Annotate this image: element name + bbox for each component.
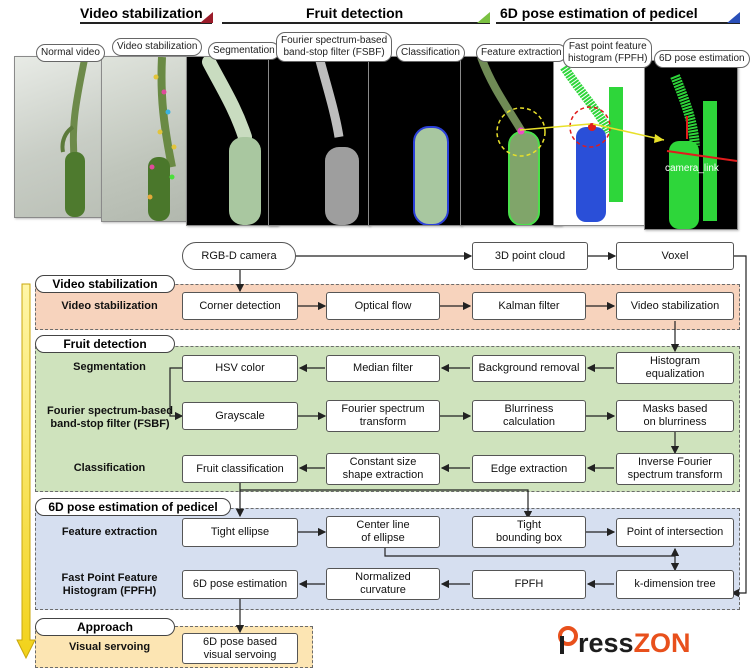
node-grayscale: Grayscale <box>182 402 298 430</box>
node-video-stabilization: Video stabilization <box>616 292 734 320</box>
stage-title-fruit-detection: Fruit detection <box>306 5 404 21</box>
section-title-video-stabilization: Video stabilization <box>35 275 175 293</box>
stage-title-video-stabilization: Video stabilization <box>80 5 203 21</box>
panel-fpfh <box>553 56 651 226</box>
node-kalman-filter: Kalman filter <box>472 292 586 320</box>
feature-extraction-image <box>477 57 546 225</box>
row-label-video-stabilization: Video stabilization <box>61 300 158 312</box>
stage-title-pose-estimation: 6D pose estimation of pedicel <box>500 5 698 21</box>
progress-arrow <box>16 283 36 660</box>
section-title-approach: Approach <box>35 618 175 636</box>
node-hsv-color: HSV color <box>182 355 298 382</box>
node-normalized-curvature: Normalized curvature <box>326 568 440 600</box>
panel-label-feature-extraction: Feature extraction <box>476 44 567 62</box>
node-masks-based-on-blurriness: Masks based on blurriness <box>616 400 734 432</box>
row-label-fpfh: Fast Point Feature Histogram (FPFH) <box>61 572 158 597</box>
node-6d-pose-estimation: 6D pose estimation <box>182 570 298 599</box>
node-point-of-intersection: Point of intersection <box>616 518 734 547</box>
logo-text-zon: ZON <box>633 628 691 658</box>
stage-marker-video <box>200 12 213 23</box>
node-fruit-classification: Fruit classification <box>182 455 298 483</box>
stage-divider-pose <box>496 22 740 24</box>
node-background-removal: Background removal <box>472 355 586 382</box>
stage-divider-fruit <box>222 22 490 24</box>
panel-segmentation <box>186 56 278 226</box>
panel-label-fsbf: Fourier spectrum-based band-stop filter … <box>276 32 393 62</box>
camera-link-label: camera_link <box>665 163 719 174</box>
section-title-pose-estimation: 6D pose estimation of pedicel <box>35 498 231 516</box>
panel-video-stabilization <box>101 56 201 222</box>
section-title-fruit-detection: Fruit detection <box>35 335 175 353</box>
node-6d-pose-based-visual-servoing: 6D pose based visual servoing <box>182 633 298 664</box>
node-3d-point-cloud: 3D point cloud <box>472 242 588 270</box>
node-voxel: Voxel <box>616 242 734 270</box>
node-optical-flow: Optical flow <box>326 292 440 320</box>
node-fpfh: FPFH <box>472 570 586 599</box>
node-blurriness-calculation: Blurriness calculation <box>472 400 586 432</box>
panel-label-fpfh: Fast point feature histogram (FPFH) <box>563 38 653 68</box>
row-label-classification: Classification <box>73 462 146 474</box>
row-label-fsbf: Fourier spectrum-based band-stop filter … <box>47 405 173 430</box>
panel-feature-extraction <box>460 56 562 226</box>
node-tight-bounding-box: Tight bounding box <box>472 516 586 548</box>
logo-mark-icon <box>558 626 578 654</box>
presszon-logo: ressZON <box>558 626 691 659</box>
row-label-segmentation: Segmentation <box>73 361 146 373</box>
node-tight-ellipse: Tight ellipse <box>182 518 298 547</box>
panel-label-video-stabilization: Video stabilization <box>112 38 203 56</box>
classification-image <box>413 126 449 225</box>
row-label-feature-extraction: Feature extraction <box>61 526 158 538</box>
panel-pose-estimation: camera_link <box>644 60 738 230</box>
fsbf-image <box>314 57 359 225</box>
stage-marker-pose <box>727 12 740 23</box>
panel-classification <box>368 56 462 226</box>
node-edge-extraction: Edge extraction <box>472 455 586 483</box>
pose-estimation-image <box>666 74 737 229</box>
node-k-dimension-tree: k-dimension tree <box>616 570 734 599</box>
stage-divider-video <box>80 22 212 24</box>
logo-text-press: ress <box>578 628 634 658</box>
node-fourier-spectrum-transform: Fourier spectrum transform <box>326 400 440 432</box>
panel-label-classification: Classification <box>396 44 465 62</box>
node-histogram-equalization: Histogram equalization <box>616 352 734 384</box>
video-stabilization-image <box>147 57 177 221</box>
row-label-visual-servoing: Visual servoing <box>68 641 151 653</box>
node-center-line-of-ellipse: Center line of ellipse <box>326 516 440 548</box>
node-rgbd-camera: RGB-D camera <box>182 242 296 270</box>
panel-label-normal-video: Normal video <box>36 44 105 62</box>
node-constant-size-shape-extraction: Constant size shape extraction <box>326 453 440 485</box>
normal-video-image <box>60 57 89 217</box>
node-median-filter: Median filter <box>326 355 440 382</box>
node-inverse-fourier-spectrum-transform: Inverse Fourier spectrum transform <box>616 453 734 485</box>
segmentation-image <box>202 57 261 225</box>
node-corner-detection: Corner detection <box>182 292 298 320</box>
panel-label-pose-estimation: 6D pose estimation <box>654 50 750 68</box>
panel-fsbf <box>268 56 370 226</box>
stage-marker-fruit <box>477 12 490 23</box>
image-strip-connectors <box>519 123 665 143</box>
